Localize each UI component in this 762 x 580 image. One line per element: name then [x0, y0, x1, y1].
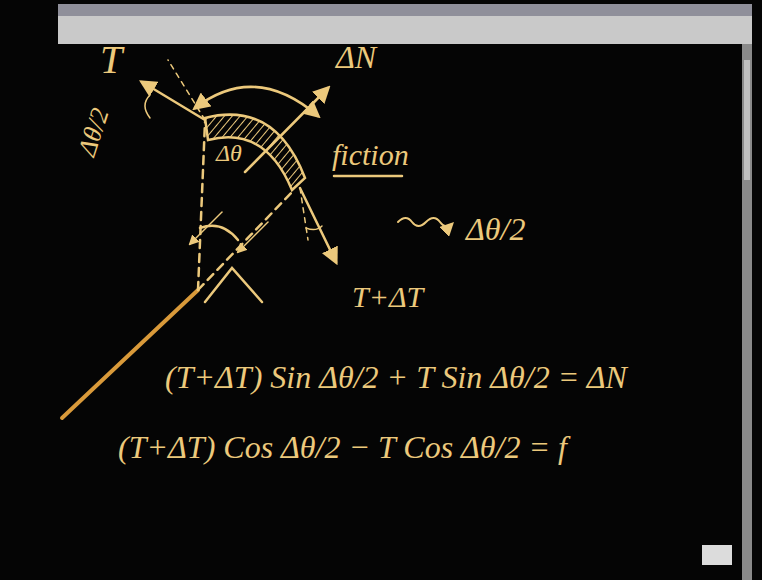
equation: (T+ΔT) Sin Δθ/2 + T Sin Δθ/2 = ΔN [165, 360, 627, 395]
force-label: fiction [332, 138, 409, 171]
scroll-thumb [744, 60, 750, 180]
tangent-line [300, 188, 308, 240]
app-toolbar [58, 4, 752, 44]
tangent-line [168, 60, 205, 120]
radial-line [198, 192, 292, 290]
angle-label: Δθ/2 [466, 212, 525, 247]
normal-arrow [245, 88, 328, 172]
support-line [62, 290, 198, 418]
underline [334, 175, 402, 178]
tension-arrow [142, 82, 205, 120]
radial-line [198, 122, 205, 290]
angle-arc [145, 95, 150, 118]
equation: (T+ΔT) Cos Δθ/2 − T Cos Δθ/2 = f [118, 430, 567, 465]
angle-label: Δθ [216, 140, 242, 166]
force-arrow [238, 222, 268, 252]
pointer-squiggle [398, 218, 452, 227]
force-arrow [190, 212, 222, 244]
scrollbar [742, 44, 752, 580]
force-label: T+ΔT [352, 280, 423, 313]
force-label: ΔN [336, 40, 376, 75]
angle-label: Δθ/2 [73, 105, 115, 160]
page-tag [702, 545, 732, 565]
friction-arrow [195, 87, 318, 116]
force-label: T [100, 38, 122, 82]
angle-arc [306, 226, 322, 230]
app-menubar [58, 4, 752, 16]
tension-arrow [300, 188, 336, 262]
